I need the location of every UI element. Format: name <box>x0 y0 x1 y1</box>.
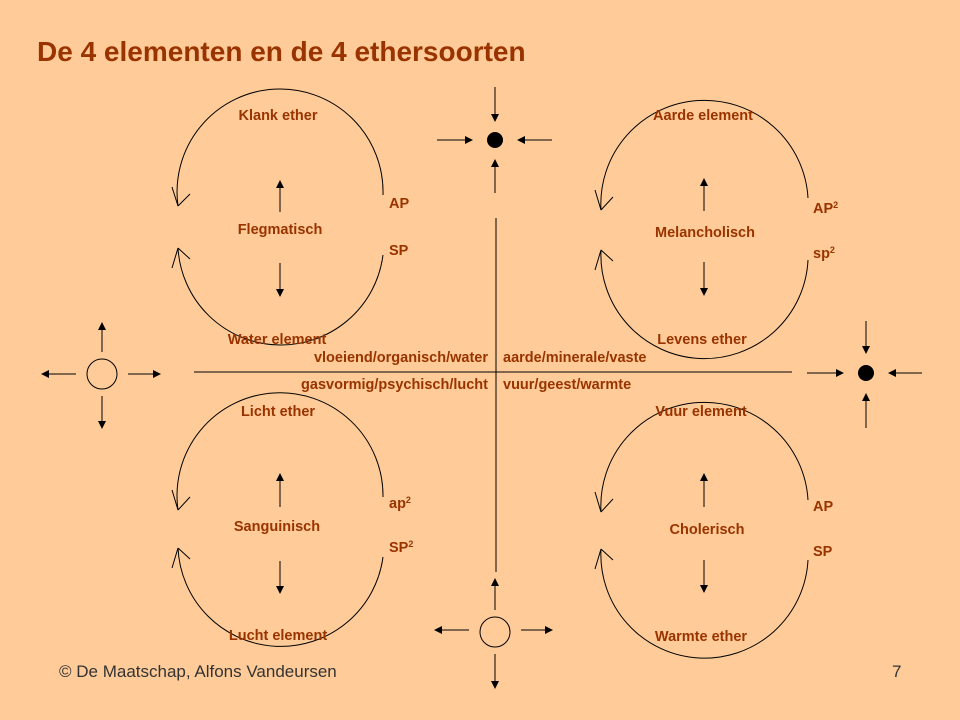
aarde-element-label: Aarde element <box>653 108 753 124</box>
sp2-label-sanguinisch: SP2 <box>389 539 414 557</box>
sp-label-cholerisch: SP <box>813 544 833 560</box>
cycle-arrow-melancholisch <box>594 99 809 360</box>
sp-label-flegmatisch: SP <box>389 243 409 259</box>
cycle-arrow-sanguinisch <box>171 392 384 647</box>
warmte-ether-label: Warmte ether <box>654 629 748 645</box>
vuur-element-label: Vuur element <box>655 404 747 420</box>
axis-label-gasvormig: gasvormig/psychisch/lucht <box>301 377 488 393</box>
axis-label-aarde: aarde/minerale/vaste <box>503 350 647 366</box>
lucht-element-label: Lucht element <box>228 628 328 644</box>
contracting-dot-right <box>807 321 922 428</box>
melancholisch-label: Melancholisch <box>655 225 755 241</box>
licht-ether-label: Licht ether <box>240 404 316 420</box>
levens-ether-label: Levens ether <box>657 332 747 348</box>
axis-label-vuur: vuur/geest/warmte <box>503 377 632 393</box>
contracting-dot-top <box>437 87 552 193</box>
expanding-circle-left <box>41 322 161 429</box>
ap-label-cholerisch: AP <box>813 499 834 515</box>
axis-label-vloeiend: vloeiend/organisch/water <box>313 350 488 366</box>
sanguinisch-label: Sanguinisch <box>233 519 321 535</box>
ap-label-flegmatisch: AP <box>389 196 410 212</box>
cycle-arrow-cholerisch <box>594 401 809 659</box>
page-number: 7 <box>892 662 902 681</box>
ap2-label-melancholisch: AP2 <box>813 200 839 218</box>
expanding-circle-bottom <box>434 578 553 689</box>
ap2-label-sanguinisch: ap2 <box>389 495 411 513</box>
slide-title: De 4 elementen en de 4 ethersoorten <box>37 36 526 67</box>
water-element-label: Water element <box>227 332 327 348</box>
sp2-label-melancholisch: sp2 <box>813 245 835 263</box>
footer-copyright: © De Maatschap, Alfons Vandeursen <box>59 662 337 681</box>
cycle-arrow-flegmatisch <box>171 88 384 346</box>
klank-ether-label: Klank ether <box>238 108 318 124</box>
flegmatisch-label: Flegmatisch <box>237 222 323 238</box>
cholerisch-label: Cholerisch <box>669 522 745 538</box>
